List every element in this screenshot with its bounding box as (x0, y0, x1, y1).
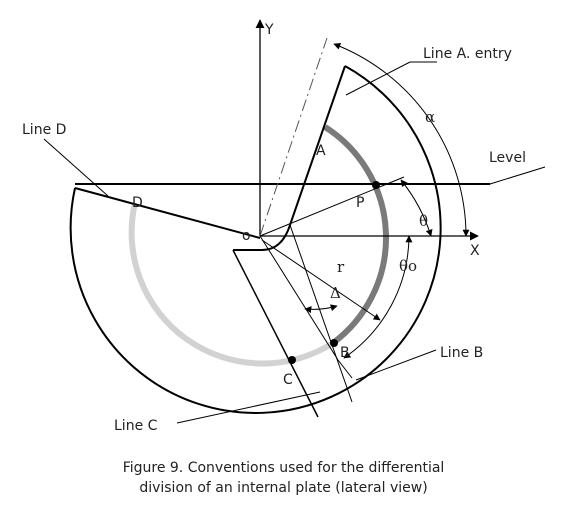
caption-line-2: division of an internal plate (lateral v… (139, 480, 428, 496)
line-a-right-edge (289, 224, 353, 403)
dark-plate-arc (323, 124, 390, 346)
radius-label: r (337, 258, 345, 276)
radial-b-extension (337, 359, 353, 379)
alpha-dimension-arc (333, 43, 470, 237)
radial-to-b (259, 235, 339, 361)
line-d-edge (74, 187, 261, 239)
line-c-leader (176, 391, 321, 424)
line-c-label: Line C (114, 418, 158, 434)
y-axis-label: Y (264, 22, 274, 38)
caption-line-1: Figure 9. Conventions used for the diffe… (122, 460, 445, 476)
line-d-leader (43, 138, 109, 197)
origin-label: o (242, 228, 251, 244)
level-label: Level (489, 150, 526, 166)
x-axis-label: X (470, 243, 480, 259)
alpha-label: α (425, 108, 435, 126)
point-c-label: C (283, 372, 293, 388)
reference-dashdot-line (259, 37, 328, 237)
delta-label: Δ (330, 284, 341, 302)
line-a-entry-label: Line A. entry (423, 46, 512, 62)
theta-o-label: θo (399, 257, 417, 275)
delta-dimension-arc (304, 304, 338, 314)
line-b-leader (355, 349, 437, 381)
line-c-left-edge (232, 249, 319, 418)
figure-caption: Figure 9. Conventions used for the diffe… (0, 458, 567, 498)
level-leader (489, 166, 546, 185)
point-p-dot (372, 181, 380, 189)
theta-dimension-arc (400, 179, 433, 237)
point-b-label: B (340, 345, 350, 361)
point-b-dot (330, 339, 338, 347)
point-p-label: P (356, 195, 364, 211)
plate-root-curve (233, 224, 291, 252)
line-d-label: Line D (22, 122, 66, 138)
theta-label: θ (419, 212, 428, 230)
point-c-dot (288, 356, 296, 364)
theta-o-dimension-arc (343, 235, 413, 359)
line-b-label: Line B (440, 345, 483, 361)
point-d-label: D (132, 195, 143, 211)
point-a-label: A (316, 143, 326, 159)
light-plate-arc (128, 202, 335, 367)
radius-dimension-line (261, 239, 381, 321)
